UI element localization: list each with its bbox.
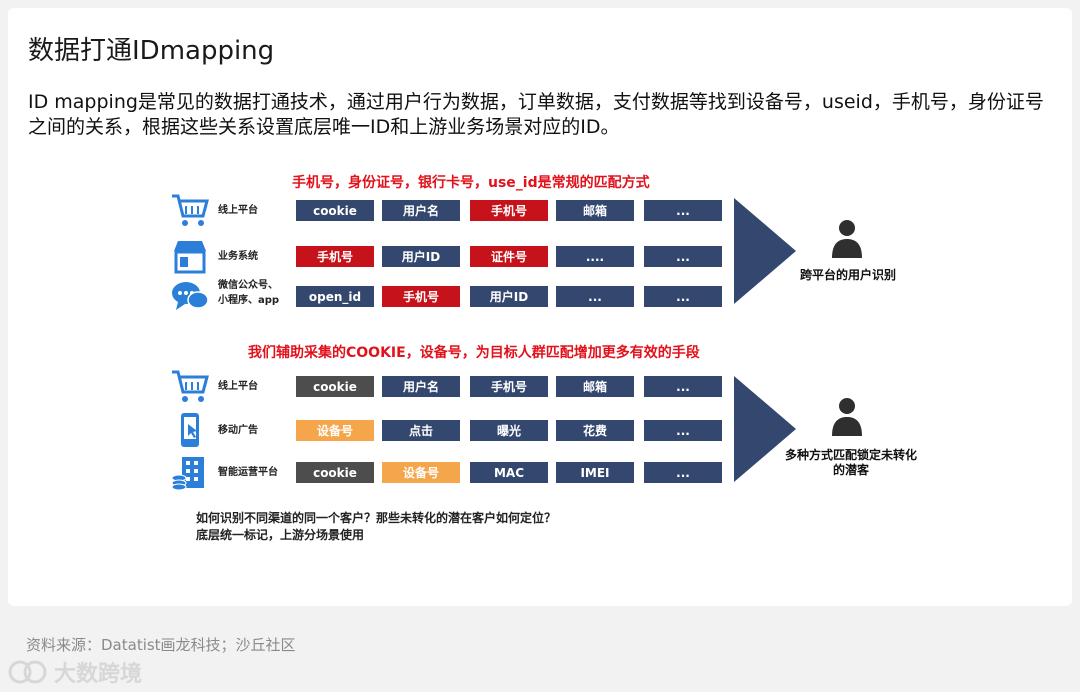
id-field-cell: 用户名 bbox=[382, 376, 460, 397]
arrow-icon bbox=[734, 376, 796, 482]
id-mapping-diagram: 手机号，身份证号，银行卡号，use_id是常规的匹配方式 我们辅助采集的COOK… bbox=[160, 166, 940, 546]
phone-ad-icon bbox=[170, 412, 210, 448]
user-icon bbox=[832, 220, 862, 258]
id-field-cell: ... bbox=[644, 420, 722, 441]
cart-icon bbox=[170, 192, 210, 228]
id-field-cell: 邮箱 bbox=[556, 200, 634, 221]
source-label: 业务系统 bbox=[218, 251, 258, 262]
cart-icon bbox=[170, 368, 210, 404]
source-label: 线上平台 bbox=[218, 381, 258, 392]
store-icon bbox=[170, 238, 210, 274]
watermark: 大数跨境 bbox=[8, 656, 142, 688]
source-label: 微信公众号、 小程序、app bbox=[218, 280, 280, 306]
section1-heading: 手机号，身份证号，银行卡号，use_id是常规的匹配方式 bbox=[292, 175, 650, 191]
id-field-cell: 证件号 bbox=[470, 246, 548, 267]
id-field-cell: ... bbox=[644, 462, 722, 483]
content-card bbox=[8, 8, 1072, 606]
id-field-cell: 手机号 bbox=[382, 286, 460, 307]
id-field-cell: 花费 bbox=[556, 420, 634, 441]
id-field-cell: IMEI bbox=[556, 462, 634, 483]
id-field-cell: 设备号 bbox=[382, 462, 460, 483]
id-field-cell: 点击 bbox=[382, 420, 460, 441]
id-field-cell: ... bbox=[556, 286, 634, 307]
id-field-cell: cookie bbox=[296, 200, 374, 221]
watermark-logo-icon bbox=[8, 660, 47, 684]
id-field-cell: 手机号 bbox=[470, 376, 548, 397]
id-field-cell: 邮箱 bbox=[556, 376, 634, 397]
id-field-cell: ... bbox=[644, 286, 722, 307]
source-note: 资料来源：Datatist画龙科技；沙丘社区 bbox=[26, 636, 296, 654]
id-field-cell: ... bbox=[644, 200, 722, 221]
source-label: 智能运营平台 bbox=[218, 467, 278, 478]
id-field-cell: 设备号 bbox=[296, 420, 374, 441]
id-field-cell: cookie bbox=[296, 462, 374, 483]
user-icon bbox=[832, 398, 862, 436]
source-label: 线上平台 bbox=[218, 205, 258, 216]
building-icon bbox=[170, 454, 210, 491]
id-field-cell: 用户名 bbox=[382, 200, 460, 221]
id-field-cell: .... bbox=[556, 246, 634, 267]
id-field-cell: 手机号 bbox=[296, 246, 374, 267]
page-title: 数据打通IDmapping bbox=[28, 36, 275, 66]
wechat-icon bbox=[170, 278, 210, 314]
question-text: 如何识别不同渠道的同一个客户？那些未转化的潜在客户如何定位？ 底层统一标记，上游… bbox=[196, 511, 557, 542]
source-label: 移动广告 bbox=[218, 425, 258, 436]
id-field-cell: 用户ID bbox=[382, 246, 460, 267]
id-field-cell: MAC bbox=[470, 462, 548, 483]
section2-result: 多种方式匹配锁定未转化 的潜客 bbox=[784, 448, 917, 477]
id-field-cell: 曝光 bbox=[470, 420, 548, 441]
section1-result: 跨平台的用户识别 bbox=[799, 268, 896, 282]
id-field-cell: ... bbox=[644, 376, 722, 397]
watermark-text: 大数跨境 bbox=[54, 662, 143, 687]
id-field-cell: cookie bbox=[296, 376, 374, 397]
id-field-cell: ... bbox=[644, 246, 722, 267]
id-field-cell: 手机号 bbox=[470, 200, 548, 221]
id-field-cell: open_id bbox=[296, 286, 374, 307]
arrow-icon bbox=[734, 198, 796, 304]
intro-paragraph: ID mapping是常见的数据打通技术，通过用户行为数据，订单数据，支付数据等… bbox=[28, 91, 1044, 138]
id-field-cell: 用户ID bbox=[470, 286, 548, 307]
section2-heading: 我们辅助采集的COOKIE，设备号，为目标人群匹配增加更多有效的手段 bbox=[248, 345, 700, 361]
